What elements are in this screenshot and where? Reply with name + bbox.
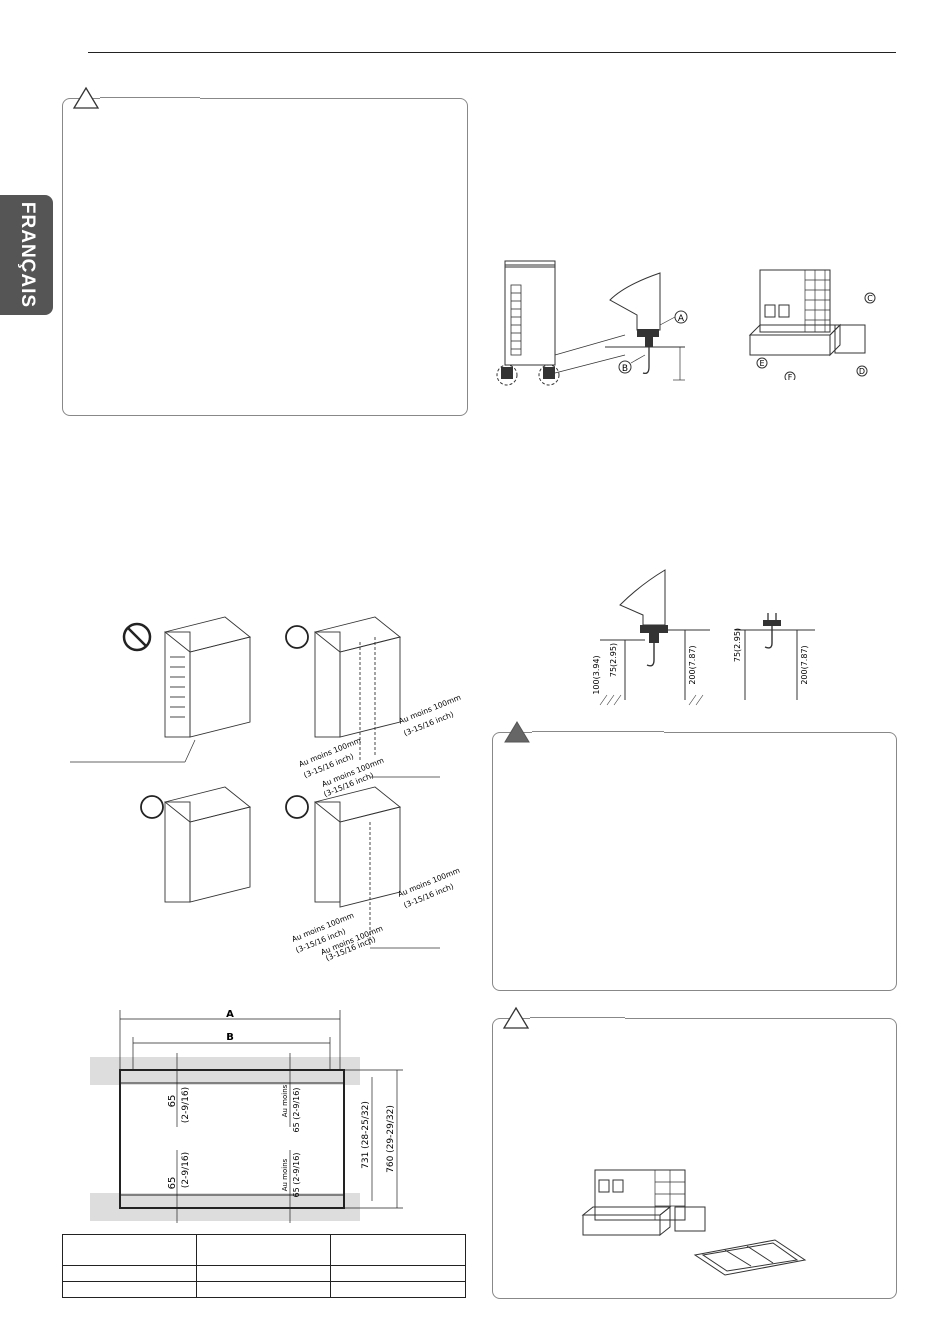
callout-f: F: [788, 373, 793, 380]
clearance-figure: Au moins 100mm (3-15/16 inch) Au moins 1…: [70, 616, 462, 962]
anchor-bolt-figure: A B: [496, 260, 688, 386]
plan-view-figure: A B 65 (2-9/16) 65 (2-9/16) Au moins 65 …: [90, 1009, 403, 1223]
table-cell: [195, 1281, 332, 1298]
plan-760: 760 (29-29/32): [386, 1105, 396, 1173]
plan-65-top-left-inch: (2-9/16): [181, 1087, 191, 1123]
table-cell: [330, 1281, 466, 1298]
concrete-base-figure: C D E F: [748, 269, 876, 380]
warning-triangle-icon: [504, 721, 530, 743]
callout-b: B: [622, 364, 628, 374]
header-rule: [88, 52, 896, 53]
caution-box-2: [492, 1018, 897, 1299]
callout-e: E: [759, 359, 764, 368]
bolt-depth-figure: 100(3.94) 75(2.95) 200(7.87) 75(2.95) 20…: [592, 569, 815, 706]
warning-box: [492, 732, 897, 991]
plan-65-bot-left: 65: [167, 1177, 178, 1190]
plan-dim-b: B: [226, 1032, 234, 1043]
plan-65-top-left: 65: [167, 1095, 178, 1108]
depth-200-right: 200(7.87): [800, 645, 809, 684]
caution-triangle-icon-2: [502, 1006, 530, 1029]
caution-box-2-header-line: [530, 1017, 625, 1018]
prohibited-icon: [122, 622, 152, 652]
table-cell: [62, 1281, 197, 1298]
depth-75-right: 75(2.95): [733, 628, 742, 662]
depth-75: 75(2.95): [609, 643, 618, 677]
plan-au-moins-bot: Au moins: [281, 1158, 289, 1191]
plan-731: 731 (28-25/32): [361, 1101, 371, 1169]
ok-circle-icon-3: [285, 795, 309, 819]
depth-200: 200(7.87): [688, 645, 697, 684]
table-header-cell: [330, 1234, 466, 1266]
table-cell: [195, 1265, 332, 1282]
caution-box-1: [62, 98, 468, 416]
callout-a: A: [678, 314, 685, 324]
callout-c: C: [867, 294, 873, 303]
plan-au-moins-top: Au moins: [281, 1084, 289, 1117]
table-header-cell: [62, 1234, 197, 1266]
language-tab[interactable]: FRANÇAIS: [0, 195, 53, 315]
dimension-table: [62, 1234, 466, 1298]
ok-circle-icon-2: [140, 795, 164, 819]
plan-dim-a: A: [226, 1009, 234, 1020]
warning-box-header-line: [532, 731, 664, 732]
plan-65-bot-left-inch: (2-9/16): [181, 1152, 191, 1188]
table-header-cell: [195, 1234, 332, 1266]
ok-circle-icon: [285, 625, 309, 649]
depth-100: 100(3.94): [592, 655, 601, 694]
base-frame-figure: [581, 1169, 807, 1276]
table-cell: [62, 1265, 197, 1282]
caution-box-1-header-line: [100, 97, 200, 98]
table-cell: [330, 1265, 466, 1282]
plan-65-top-right: 65 (2-9/16): [292, 1088, 301, 1133]
caution-triangle-icon: [72, 86, 100, 109]
plan-65-bot-right: 65 (2-9/16): [292, 1153, 301, 1198]
callout-d: D: [859, 367, 865, 376]
language-tab-label: FRANÇAIS: [16, 201, 38, 309]
